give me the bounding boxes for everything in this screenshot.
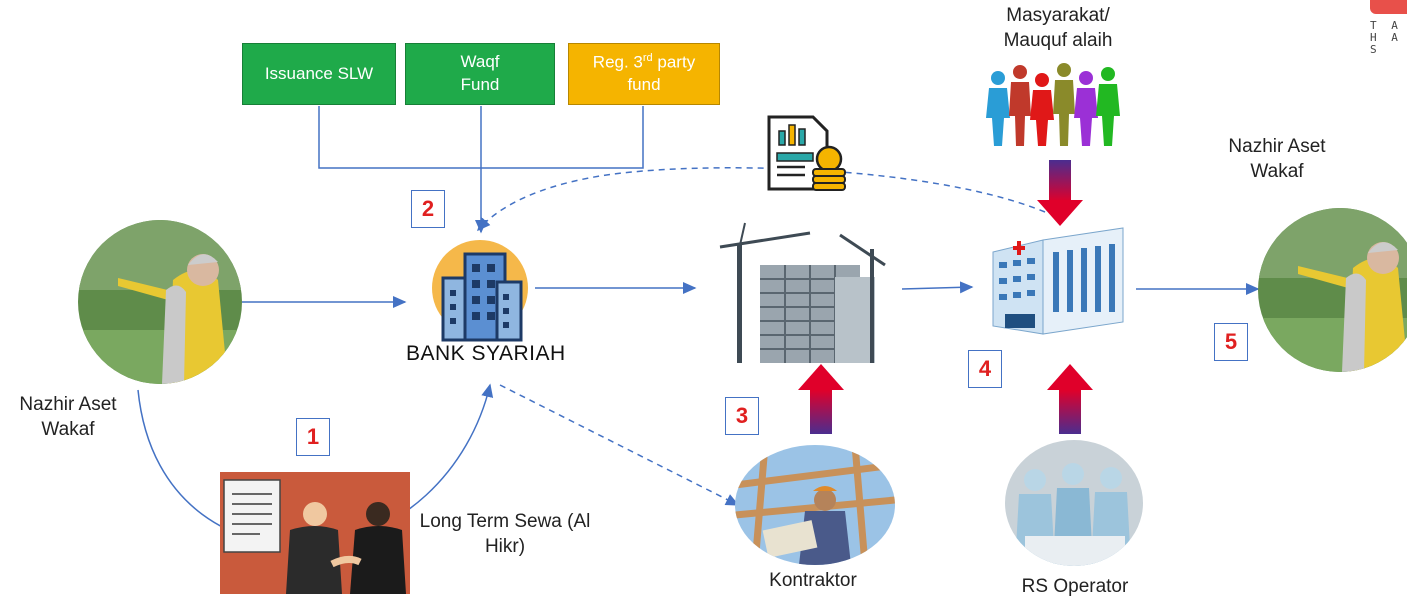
report-coins-icon: [765, 113, 847, 193]
dashed-arc-return: [477, 167, 1046, 232]
step-1: 1: [296, 418, 330, 456]
operator-up-arrow: [1047, 364, 1093, 434]
lease-label: Long Term Sewa (Al Hikr): [419, 511, 591, 557]
contractor-label: Kontraktor: [769, 570, 857, 591]
third-party-fund-label: Reg. 3rd party fund: [592, 51, 696, 95]
nazhir-left-photo: [78, 220, 242, 384]
waqf-fund-box: Waqf Fund: [405, 43, 555, 105]
nazhir-right-photo: [1258, 208, 1407, 372]
third-party-fund-box: Reg. 3rd party fund: [568, 43, 720, 105]
step-2: 2: [411, 190, 445, 228]
contractor-photo: [735, 445, 895, 565]
logo-mark: [1370, 0, 1407, 14]
bank-syariah-label: BANK SYARIAH: [406, 342, 566, 365]
surgeons-photo: [1005, 440, 1143, 566]
step-4: 4: [968, 350, 1002, 388]
nazhir-right-label: Nazhir Aset Wakaf: [1228, 136, 1326, 182]
community-label: Masyarakat/ Mauquf alaih: [1003, 5, 1113, 51]
step-3: 3: [725, 397, 759, 435]
nazhir-left-label: Nazhir Aset Wakaf: [19, 394, 117, 440]
dashed-bank-contractor: [499, 384, 740, 506]
bank-building-icon: [425, 238, 535, 343]
arrow-construction-hospital: [901, 281, 974, 294]
contract-handshake-icon: [220, 472, 410, 594]
crowd-icon: [984, 58, 1132, 148]
community-down-arrow: [1037, 160, 1083, 226]
funding-bracket: [318, 106, 644, 234]
issuance-slw-box: Issuance SLW: [242, 43, 396, 105]
operator-label: RS Operator: [1021, 576, 1129, 597]
logo-text: T A H A S: [1370, 19, 1402, 57]
contractor-up-arrow: [798, 364, 844, 434]
construction-icon: [715, 215, 890, 365]
hospital-icon: [983, 222, 1133, 340]
step-5: 5: [1214, 323, 1248, 361]
